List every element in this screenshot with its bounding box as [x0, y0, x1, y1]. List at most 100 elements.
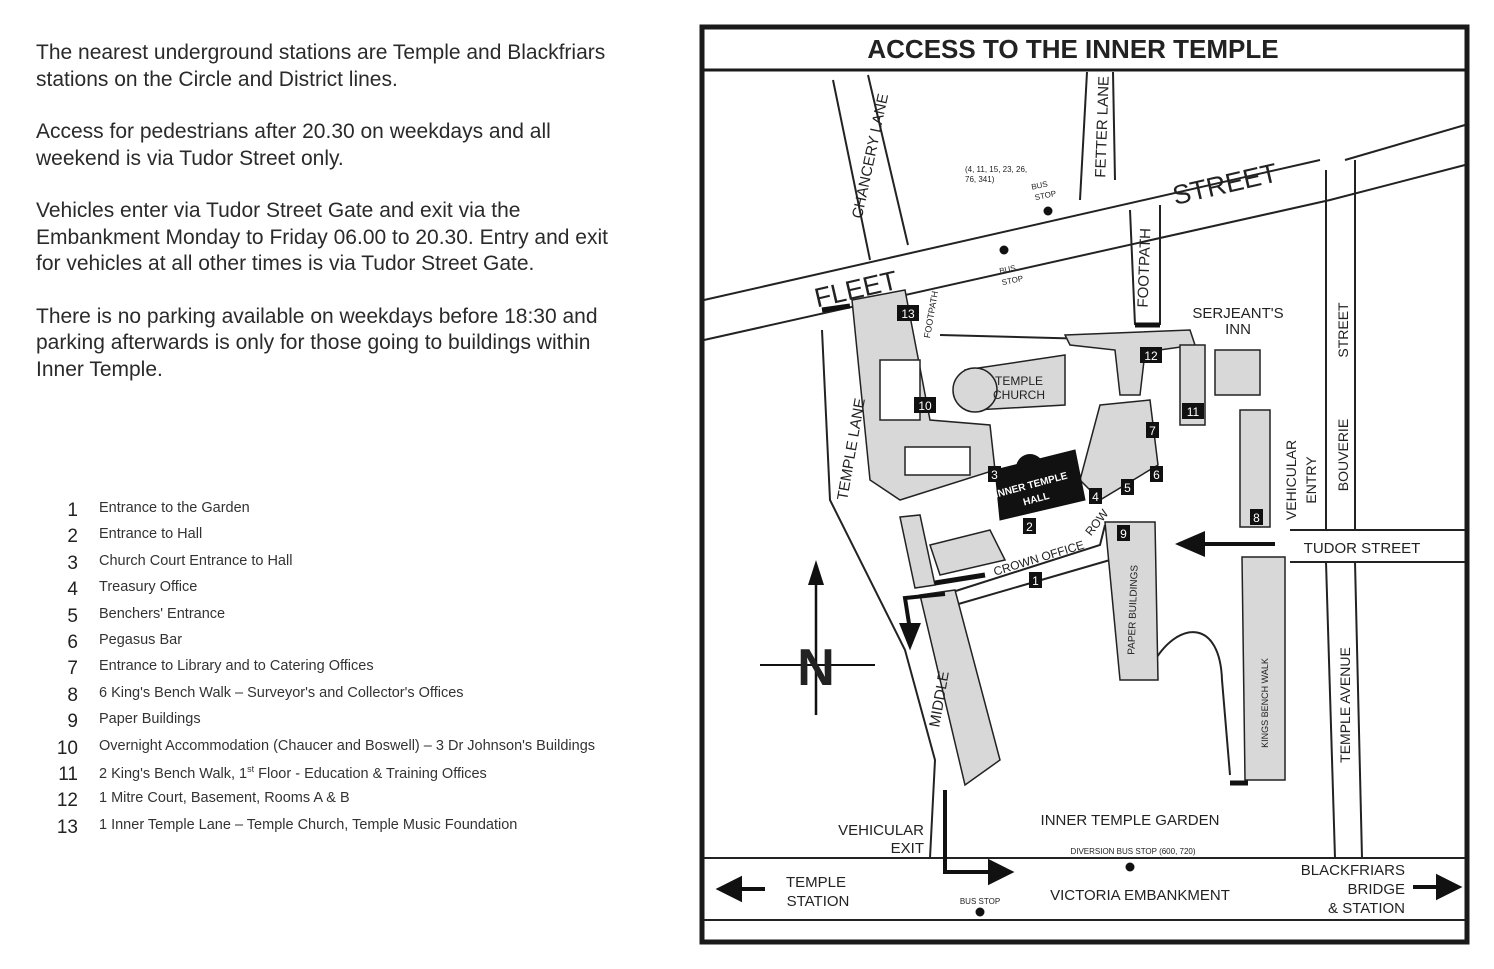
bus-stop-label-b: STOP [1034, 189, 1057, 202]
temple-church-round [952, 367, 998, 413]
buildings [851, 289, 1286, 787]
bus-stops [975, 206, 1135, 917]
exit-route-arrow-head [899, 623, 921, 651]
bus-routes-label-b: 76, 341) [965, 175, 995, 184]
gate-crown-office [934, 572, 986, 586]
bus-stop2-label-b: STOP [1001, 274, 1024, 287]
serjeants-inn-building [1214, 349, 1261, 396]
fleet-street-south-edge [703, 164, 1466, 341]
temple-station-label-b: STATION [787, 893, 850, 910]
street-outlines [703, 71, 1466, 921]
bus-routes-label-a: (4, 11, 15, 23, 26, [965, 165, 1027, 174]
serjeants-inn-label-b: INN [1225, 321, 1251, 338]
temple-church-label-a: TEMPLE [995, 374, 1043, 388]
marker-13-label: 13 [901, 307, 915, 321]
embankment-exit-arrow-head [988, 858, 1015, 886]
fleet-street-north-edge [703, 159, 1321, 301]
marker-7-label: 7 [1149, 424, 1156, 438]
courtyard [879, 359, 921, 421]
west-arrow-head [715, 875, 742, 903]
marker-10-label: 10 [918, 399, 932, 413]
kings-bench-walk-block [1241, 556, 1286, 781]
marker-10 [914, 397, 936, 413]
marker-8-label: 8 [1253, 511, 1260, 525]
temple-avenue-east [1354, 561, 1363, 859]
marker-5 [1121, 479, 1134, 495]
east-arrow-head [1436, 873, 1463, 901]
diversion-bus-stop-label: DIVERSION BUS STOP (600, 720) [1070, 847, 1195, 856]
marker-1 [1029, 572, 1042, 588]
marker-2 [1023, 518, 1036, 534]
intro-text: The nearest underground stations are Tem… [36, 40, 636, 409]
north-compass: N [760, 560, 875, 715]
bus-stop-dot [1043, 206, 1053, 216]
marker-13 [897, 305, 919, 321]
bus-stop-dot [975, 907, 985, 917]
marker-12-label: 12 [1144, 349, 1158, 363]
vehicular-exit-label-a: VEHICULAR [838, 822, 924, 839]
blackfriars-label-a: BLACKFRIARS [1301, 862, 1405, 879]
gates [821, 303, 1248, 786]
bus-stop-label-a: BUS [1030, 179, 1048, 191]
intro-pedestrian-access: Access for pedestrians after 20.30 on we… [36, 120, 551, 170]
crown-office-block [929, 529, 1007, 576]
hall-dome [1016, 454, 1044, 482]
marker-12 [1140, 347, 1162, 363]
fetter-lane-west [1079, 71, 1088, 201]
compass-arrow-head [808, 560, 824, 585]
mitre-court [1063, 329, 1196, 396]
marker-5-label: 5 [1124, 481, 1131, 495]
marker-7 [1146, 422, 1159, 438]
marker-4-label: 4 [1092, 490, 1099, 504]
marker-11-label: 11 [1187, 405, 1200, 419]
intro-parking: There is no parking available on weekday… [36, 304, 598, 381]
crown-office-row-north [939, 524, 1106, 597]
middle-lane-block [899, 514, 936, 589]
bouverie-label: BOUVERIE [1335, 419, 1351, 491]
marker-6 [1150, 466, 1163, 482]
bouverie-street-label: STREET [1335, 302, 1351, 358]
garden-path [1154, 631, 1231, 776]
serjeants-inn-label-a: SERJEANT'S [1192, 305, 1283, 322]
marker-1-label: 1 [1032, 574, 1039, 588]
embankment-exit-arrow [943, 790, 995, 874]
fetter-lane-east [1112, 71, 1116, 181]
marker-2-label: 2 [1026, 520, 1033, 534]
bus-stop2-label-a: BUS [998, 263, 1016, 275]
markers: 1 2 3 4 5 6 7 8 9 10 11 12 13 [897, 305, 1263, 588]
bus-stop-dot [1125, 862, 1135, 872]
middle-temple-block [919, 589, 1001, 787]
footpath-top-label: FOOTPATH [1135, 228, 1155, 308]
fetter-lane-label: FETTER LANE [1092, 76, 1113, 178]
marker-11 [1182, 403, 1204, 419]
inner-temple-garden-label: INNER TEMPLE GARDEN [1041, 812, 1220, 829]
chancery-lane-east [867, 74, 909, 246]
tudor-street-label: TUDOR STREET [1304, 540, 1421, 557]
intro-vehicle-access: Vehicles enter via Tudor Street Gate and… [36, 199, 608, 275]
paper-buildings-label: PAPER BUILDINGS [1126, 565, 1140, 655]
chancery-lane-west [832, 79, 871, 261]
exit-route-arrow [902, 592, 946, 631]
marker-3 [988, 466, 1001, 482]
bus-stop-dot [999, 245, 1009, 255]
traffic-arrows [715, 530, 1463, 903]
marker-9-label: 9 [1120, 527, 1127, 541]
temple-avenue-label: TEMPLE AVENUE [1337, 647, 1353, 763]
marker-8 [1250, 509, 1263, 525]
blackfriars-label-b: BRIDGE [1347, 881, 1405, 898]
victoria-embankment-label: VICTORIA EMBANKMENT [1050, 887, 1230, 904]
embankment-bus-stop-label: BUS STOP [960, 897, 1000, 906]
marker-3-label: 3 [991, 468, 998, 482]
intro-stations: The nearest underground stations are Tem… [36, 41, 606, 91]
paper-buildings-block [1104, 521, 1159, 681]
